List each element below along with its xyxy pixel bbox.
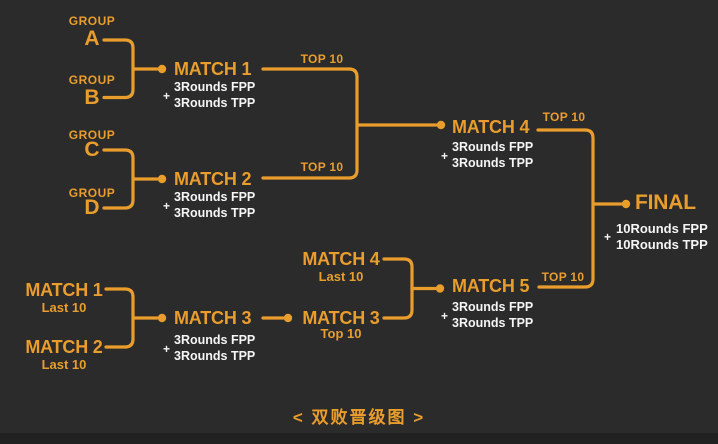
- match1-title: MATCH 1: [174, 59, 252, 79]
- final-rounds: + 10Rounds FPP 10Rounds TPP: [604, 221, 708, 253]
- match3-round-fpp: 3Rounds FPP: [174, 333, 256, 347]
- match5-advance-label: TOP 10: [541, 270, 585, 284]
- match4-round-fpp: 3Rounds FPP: [452, 140, 534, 154]
- footer-bar: [0, 433, 718, 444]
- match4-rounds: + 3Rounds FPP 3Rounds TPP: [441, 140, 533, 171]
- losers-match2-entry: MATCH 2: [25, 337, 103, 357]
- plus-sign: +: [604, 230, 612, 244]
- match1-rounds: + 3Rounds FPP 3Rounds TPP: [163, 80, 255, 111]
- match3-rounds: + 3Rounds FPP 3Rounds TPP: [163, 333, 255, 364]
- match4-round-tpp: 3Rounds TPP: [452, 155, 534, 170]
- losers-match4-entry-sub: Last 10: [318, 269, 364, 284]
- group-c-letter: C: [84, 138, 100, 161]
- match5-title: MATCH 5: [452, 276, 530, 296]
- connector-losers-semis: [382, 257, 414, 320]
- match4-title: MATCH 4: [452, 117, 530, 137]
- junction-dot-match4: [436, 120, 446, 130]
- group-a-letter: A: [84, 27, 100, 50]
- junction-dot-match3-link: [283, 313, 293, 323]
- junction-dot-match2: [157, 174, 167, 184]
- group-b-letter: B: [84, 86, 100, 109]
- match5-round-fpp: 3Rounds FPP: [452, 300, 534, 314]
- final-title: FINAL: [635, 191, 696, 214]
- match1-round-tpp: 3Rounds TPP: [174, 95, 256, 110]
- match3-round-tpp: 3Rounds TPP: [174, 348, 256, 363]
- losers-match4-entry: MATCH 4: [302, 249, 380, 269]
- group-c-label: GROUP: [68, 128, 116, 142]
- final-round-fpp: 10Rounds FPP: [616, 221, 708, 236]
- match2-advance-label: TOP 10: [300, 160, 344, 174]
- plus-sign: +: [441, 148, 449, 163]
- losers-match1-entry: MATCH 1: [25, 280, 103, 300]
- match2-rounds: + 3Rounds FPP 3Rounds TPP: [163, 190, 255, 221]
- junction-dot-final: [621, 199, 631, 209]
- losers-match2-entry-sub: Last 10: [41, 357, 87, 372]
- match3-title: MATCH 3: [174, 308, 252, 328]
- match1-advance-label: TOP 10: [300, 52, 344, 66]
- junction-dot-match1: [157, 64, 167, 74]
- match1-round-fpp: 3Rounds FPP: [174, 80, 256, 94]
- plus-sign: +: [163, 198, 171, 213]
- losers-match3-entry-sub: Top 10: [320, 326, 362, 341]
- match5-round-tpp: 3Rounds TPP: [452, 315, 534, 330]
- plus-sign: +: [163, 341, 171, 356]
- group-d-letter: D: [84, 196, 100, 219]
- match2-title: MATCH 2: [174, 169, 252, 189]
- match2-round-fpp: 3Rounds FPP: [174, 190, 256, 204]
- plus-sign: +: [163, 88, 171, 103]
- group-d-label: GROUP: [68, 186, 116, 200]
- losers-match3-entry: MATCH 3: [302, 308, 380, 328]
- group-b-label: GROUP: [68, 73, 116, 87]
- match5-rounds: + 3Rounds FPP 3Rounds TPP: [441, 300, 533, 331]
- losers-match1-entry-sub: Last 10: [41, 300, 87, 315]
- match4-advance-label: TOP 10: [542, 110, 586, 124]
- junction-dot-match3: [157, 313, 167, 323]
- plus-sign: +: [441, 308, 449, 323]
- connector-final-join: [536, 128, 595, 289]
- bracket-title-pager[interactable]: < 双败晋级图 >: [292, 408, 426, 427]
- junction-dot-match5: [435, 284, 445, 293]
- connector-losers-entry: [104, 287, 135, 349]
- final-round-tpp: 10Rounds TPP: [616, 237, 708, 252]
- group-a-label: GROUP: [68, 14, 116, 28]
- match2-round-tpp: 3Rounds TPP: [174, 205, 256, 220]
